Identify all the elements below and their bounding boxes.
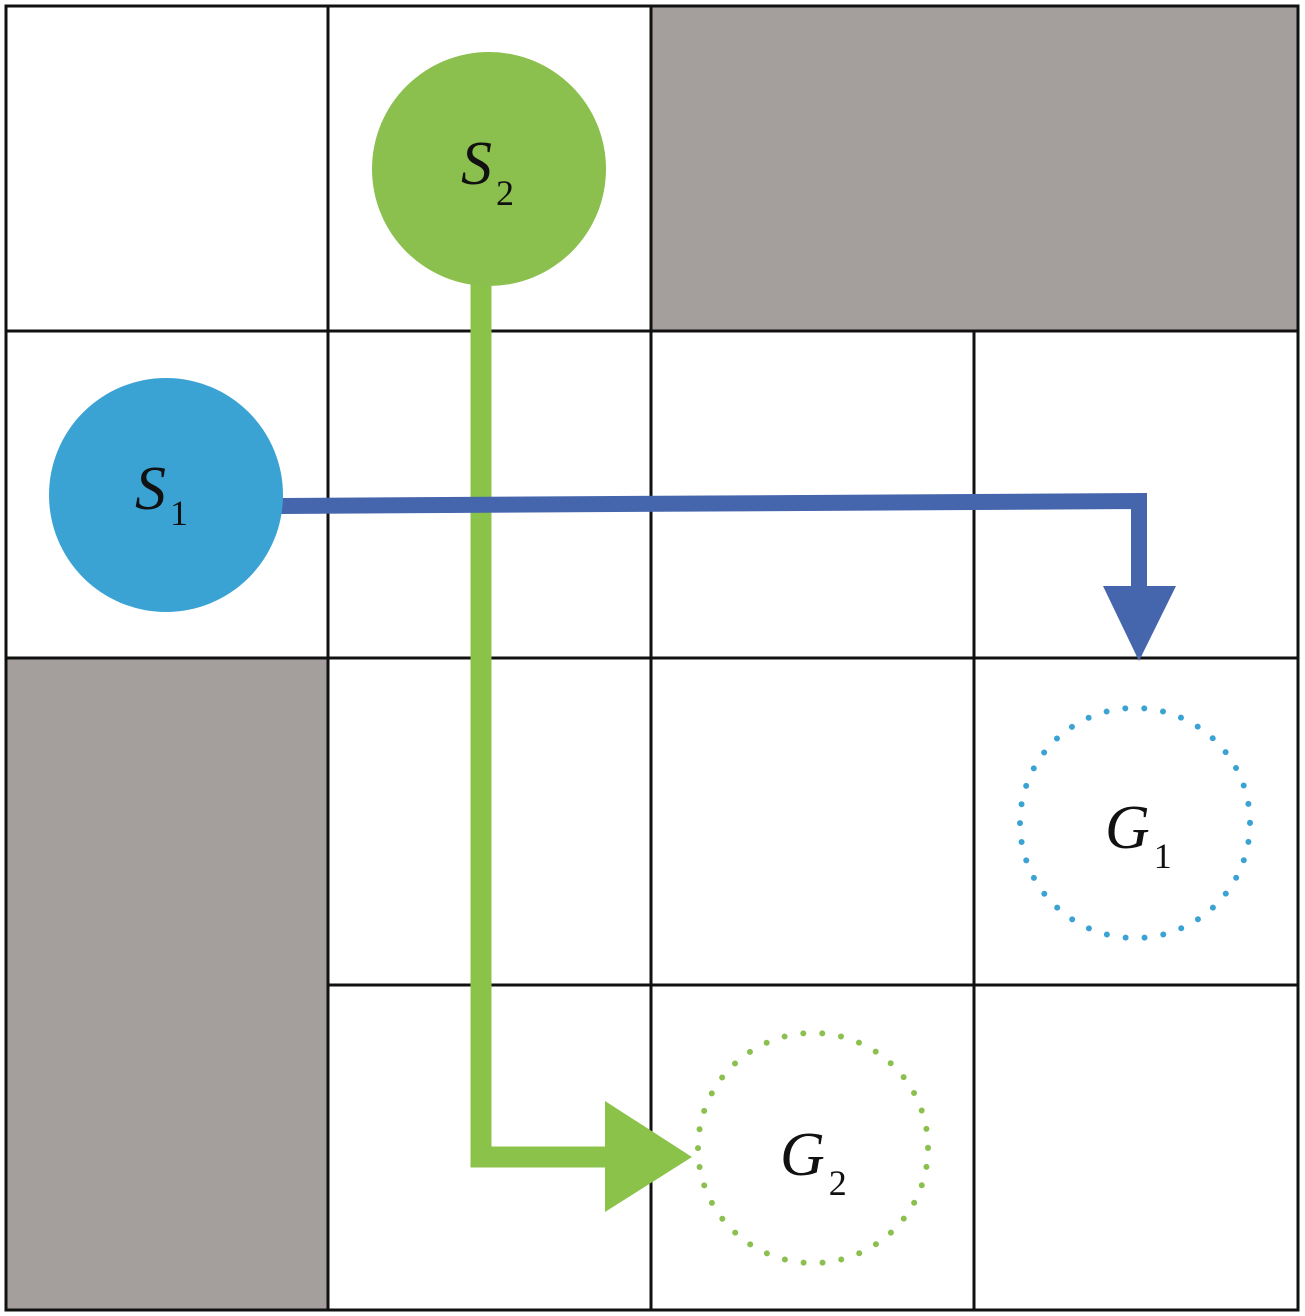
agent-1-arrowhead — [1103, 586, 1176, 661]
start-1-label-sub: 1 — [170, 493, 188, 533]
goal-2-label-sub: 2 — [829, 1163, 847, 1203]
start-2-marker — [372, 52, 606, 286]
agent-2-path-line — [470, 280, 615, 1168]
grid-lines — [4, 4, 1300, 1312]
agent-1-path-line — [279, 492, 1147, 590]
obstacle-bottom-left — [6, 658, 328, 1310]
start-1-marker — [49, 378, 283, 612]
start-2-label-main: S — [461, 130, 492, 198]
agent-2-path-arrow — [470, 280, 692, 1212]
start-2-label-sub: 2 — [496, 173, 514, 213]
agent-2-arrowhead — [605, 1101, 692, 1212]
goal-1-label-main: G — [1105, 794, 1150, 862]
goal-2-label-main: G — [780, 1121, 825, 1189]
goal-1-label-sub: 1 — [1154, 836, 1172, 876]
obstacle-top-right — [651, 6, 1298, 331]
goal-2-marker — [695, 1030, 931, 1266]
goal-1-marker — [1017, 705, 1253, 941]
start-1-label-main: S — [135, 455, 166, 523]
agent-1-path-arrow — [279, 492, 1176, 661]
